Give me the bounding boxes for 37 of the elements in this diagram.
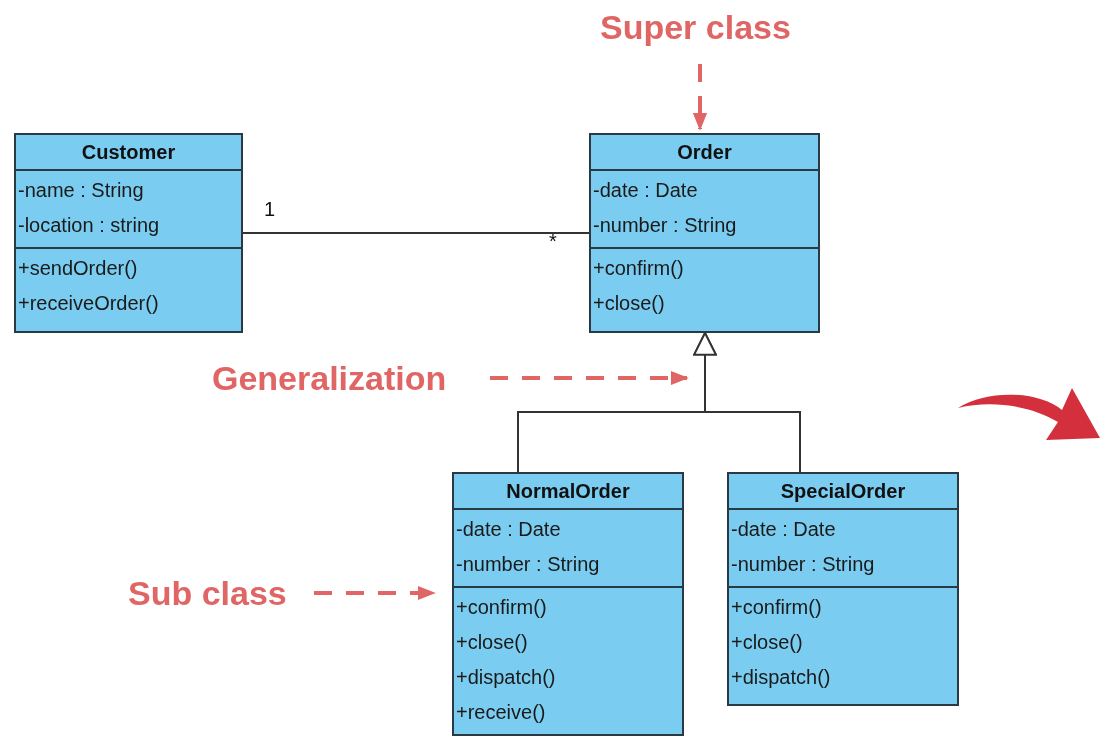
class-name: Customer bbox=[81, 140, 176, 164]
association-line bbox=[242, 232, 590, 234]
operation-text: +close() bbox=[731, 630, 804, 655]
operation-text: +confirm() bbox=[456, 595, 548, 620]
operation-text: +close() bbox=[593, 291, 666, 316]
attribute-text: -location : string bbox=[18, 213, 161, 238]
operation-text: +receiveOrder() bbox=[18, 291, 160, 316]
annotation-text: Sub class bbox=[128, 573, 287, 613]
attribute-text: -name : String bbox=[18, 178, 145, 203]
attribute-text: -number : String bbox=[593, 213, 738, 238]
operation-text: +confirm() bbox=[593, 256, 685, 281]
dashed-arrow bbox=[692, 64, 708, 131]
attribute-text: -number : String bbox=[456, 552, 601, 577]
operation-text: +dispatch() bbox=[456, 665, 557, 690]
operation-text: +dispatch() bbox=[731, 665, 832, 690]
uml-class-box bbox=[14, 133, 243, 333]
multiplicity-label: * bbox=[549, 230, 557, 253]
dashed-arrow bbox=[490, 370, 689, 386]
attribute-text: -date : Date bbox=[456, 517, 562, 542]
class-name: SpecialOrder bbox=[780, 479, 906, 503]
operation-text: +receive() bbox=[456, 700, 547, 725]
multiplicity-label: 1 bbox=[264, 198, 276, 221]
annotation-text: Super class bbox=[600, 7, 791, 47]
operation-text: +confirm() bbox=[731, 595, 823, 620]
attribute-text: -date : Date bbox=[593, 178, 699, 203]
generalization-arrow bbox=[693, 332, 801, 473]
attribute-text: -number : String bbox=[731, 552, 876, 577]
class-name: NormalOrder bbox=[506, 479, 630, 503]
class-name: Order bbox=[677, 140, 732, 164]
attribute-text: -date : Date bbox=[731, 517, 837, 542]
operation-text: +close() bbox=[456, 630, 529, 655]
annotation-text: Generalization bbox=[212, 358, 447, 398]
operation-text: +sendOrder() bbox=[18, 256, 139, 281]
uml-class-box bbox=[452, 472, 684, 736]
dashed-arrow bbox=[314, 585, 436, 601]
uml-class-box bbox=[727, 472, 959, 706]
uml-class-box bbox=[589, 133, 820, 333]
